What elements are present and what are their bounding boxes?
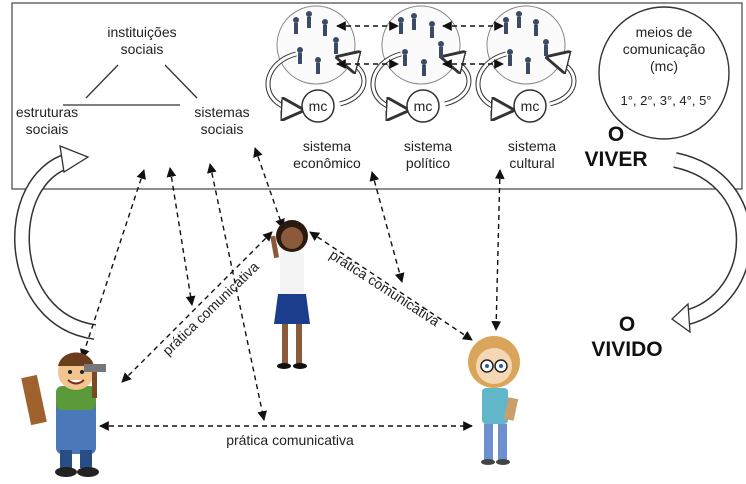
worker-figure [21,352,106,477]
vivido-label: O VIVIDO [582,312,672,362]
system-cultural-line1: sistema [507,138,557,154]
triangle-top-line2: sociais [120,41,164,57]
media-ordinals: 1°, 2°, 3°, 4°, 5° [620,93,712,108]
triangle-right-line1: sistemas [194,104,250,120]
system-economic-line1: sistema [302,138,352,154]
system-cycle-cultural [475,5,577,123]
system-label-political: sistema político [388,138,468,172]
media-line2: comunicação [622,41,706,57]
system-label-economic: sistema econômico [282,138,372,172]
system-political-line1: sistema [403,138,453,154]
triangle-right-line2: sociais [200,121,244,137]
media-label: meios de comunicação (mc) [604,24,724,75]
system-political-line2: político [405,155,451,171]
practice-label-left: prática comunicativa [159,258,262,358]
social-triangle [63,64,198,106]
practice-label-bottom: prática comunicativa [226,432,354,448]
triangle-top-line1: instituições [107,24,177,40]
girl-figure [468,336,520,465]
mc-badge-cultural: mc [520,98,540,114]
businesswoman-figure [270,220,310,369]
mc-badge-political: mc [413,98,433,114]
practice-label-right: prática comunicativa [327,246,443,329]
triangle-left-line1: estruturas [15,104,79,120]
mc-badge-economic: mc [308,98,328,114]
viver-line2: VIVER [584,148,648,171]
vivido-line2: VIVIDO [591,338,663,361]
triangle-top-label: instituições sociais [92,24,192,58]
viver-label: O VIVER [576,122,656,172]
practice-links [99,231,473,431]
triangle-right-label: sistemas sociais [180,104,264,138]
crowd-figures [293,11,549,76]
vivido-line1: O [618,313,636,336]
system-economic-line2: econômico [293,155,361,171]
media-line3: (mc) [650,58,678,74]
viver-line1: O [607,123,625,146]
triangle-left-line2: sociais [25,121,69,137]
vivido-to-viver-arrow [13,144,97,340]
viver-to-vivido-arrow [670,152,746,334]
system-cultural-line2: cultural [509,155,555,171]
system-links [336,21,504,69]
media-oval [598,6,730,140]
media-line1: meios de [635,24,693,40]
system-label-cultural: sistema cultural [492,138,572,172]
triangle-left-label: estruturas sociais [10,104,84,138]
